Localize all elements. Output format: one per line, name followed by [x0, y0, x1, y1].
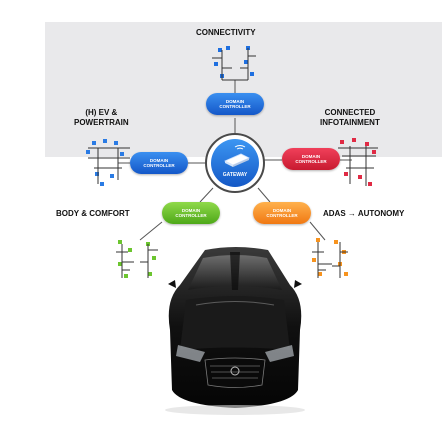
adas-domain-controller: DOMAIN CONTROLLER	[253, 202, 311, 224]
gateway-label: GATEWAY	[222, 172, 248, 178]
adas-ecu-network	[312, 238, 348, 278]
gateway-router-icon	[224, 145, 250, 167]
infotainment-ecu-network	[338, 138, 378, 186]
controller-label: DOMAIN CONTROLLER	[219, 98, 251, 110]
body-comfort-label: BODY & COMFORT	[56, 209, 130, 218]
controller-label: DOMAIN CONTROLLER	[143, 157, 175, 169]
connected-infotainment-label: CONNECTED INFOTAINMENT	[320, 108, 380, 127]
gateway-core: GATEWAY	[211, 139, 259, 187]
controller-label: DOMAIN CONTROLLER	[175, 207, 207, 219]
infotainment-domain-controller: DOMAIN CONTROLLER	[282, 148, 340, 170]
powertrain-domain-controller: DOMAIN CONTROLLER	[130, 152, 188, 174]
connectivity-domain-controller: DOMAIN CONTROLLER	[206, 93, 264, 115]
adas-autonomy-label: ADAS → AUTONOMY	[323, 209, 405, 218]
body-domain-controller: DOMAIN CONTROLLER	[162, 202, 220, 224]
body-ecu-network	[116, 240, 158, 278]
connectivity-ecu-network	[212, 46, 256, 81]
controller-label: DOMAIN CONTROLLER	[295, 153, 327, 165]
ev-powertrain-label: (H) EV & POWERTRAIN	[74, 108, 129, 127]
controller-label: DOMAIN CONTROLLER	[266, 207, 298, 219]
gateway-hub: GATEWAY	[205, 133, 265, 193]
powertrain-ecu-network	[86, 139, 130, 186]
connectivity-label: CONNECTIVITY	[196, 28, 256, 37]
